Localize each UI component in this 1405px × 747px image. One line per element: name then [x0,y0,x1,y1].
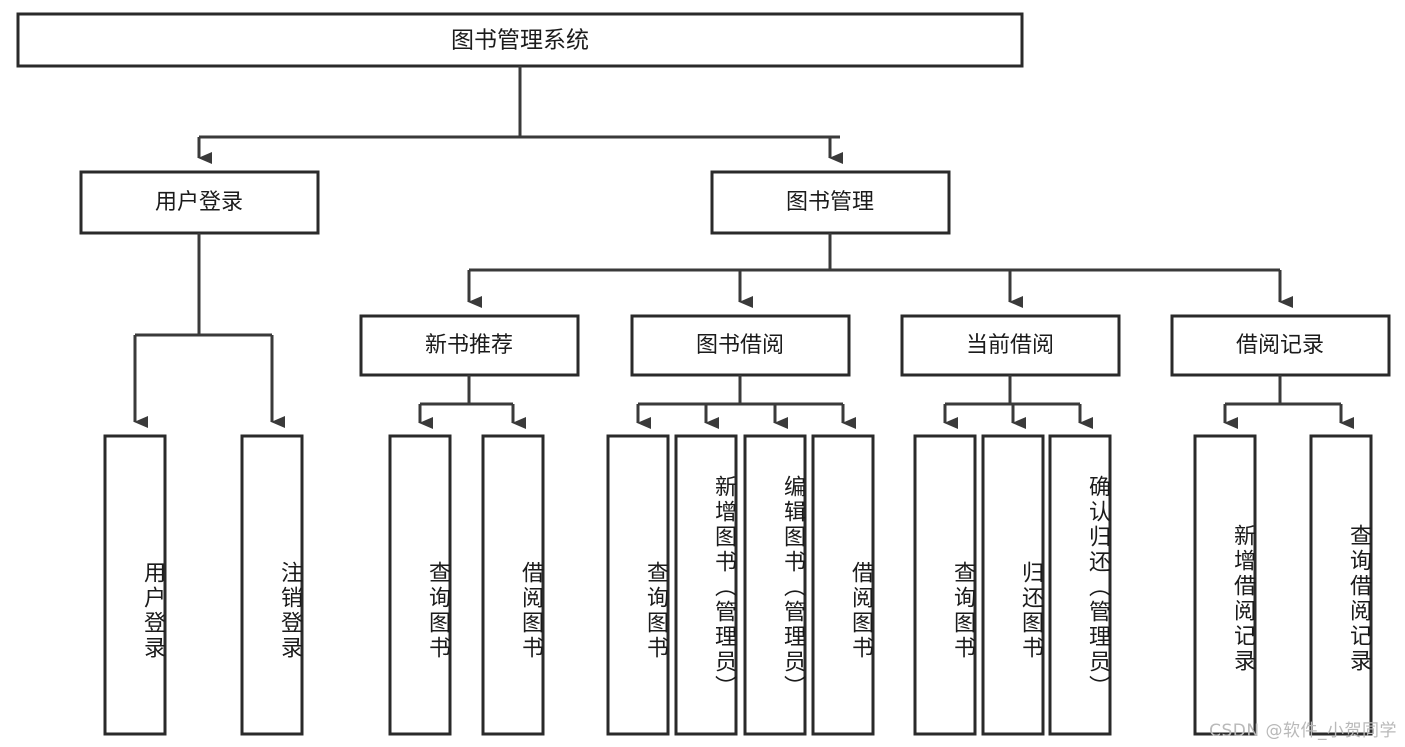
node-book-manage-box[interactable] [710,170,951,235]
leaf-box-book-borrow-4[interactable] [811,434,875,736]
node-book-borrow-label: 图书借阅 [696,333,784,358]
leaf-box-book-borrow-3[interactable] [743,434,807,736]
node-borrow-records-label: 借阅记录 [1236,333,1324,358]
leaf-box-borrow-records-1[interactable] [1193,434,1257,736]
node-book-manage-label: 图书管理 [786,190,874,215]
node-book-borrow-box[interactable] [630,314,851,377]
node-new-book-recommend-box[interactable] [359,314,580,377]
node-borrow-records[interactable]: 借阅记录 [1170,314,1391,377]
node-borrow-records-box[interactable] [1170,314,1391,377]
node-current-borrow-label: 当前借阅 [966,333,1054,358]
watermark-label: CSDN @软件_小贺同学 [1209,721,1397,741]
leaf-box-current-borrow-3[interactable] [1048,434,1112,736]
node-root[interactable]: 图书管理系统 [16,12,1024,68]
leaf-box-borrow-records-2[interactable] [1309,434,1373,736]
leaf-box-current-borrow-1[interactable] [913,434,977,736]
leaf-box-current-borrow-2[interactable] [981,434,1045,736]
node-new-book-recommend-label: 新书推荐 [425,333,513,358]
node-new-book-recommend[interactable]: 新书推荐 [359,314,580,377]
leaf-box-user-login-2[interactable] [240,434,304,736]
leaf-box-user-login-1[interactable] [103,434,167,736]
node-user-login[interactable]: 用户登录 [79,170,320,235]
node-book-borrow[interactable]: 图书借阅 [630,314,851,377]
node-book-manage[interactable]: 图书管理 [710,170,951,235]
node-current-borrow-box[interactable] [900,314,1121,377]
leaf-box-book-borrow-1[interactable] [606,434,670,736]
node-root-label: 图书管理系统 [451,28,589,54]
leaf-box-book-borrow-2[interactable] [674,434,738,736]
leaf-box-new-book-1[interactable] [388,434,452,736]
node-current-borrow[interactable]: 当前借阅 [900,314,1121,377]
node-root-box[interactable] [16,12,1024,68]
leaf-box-new-book-2[interactable] [481,434,545,736]
node-user-login-label: 用户登录 [155,190,243,215]
